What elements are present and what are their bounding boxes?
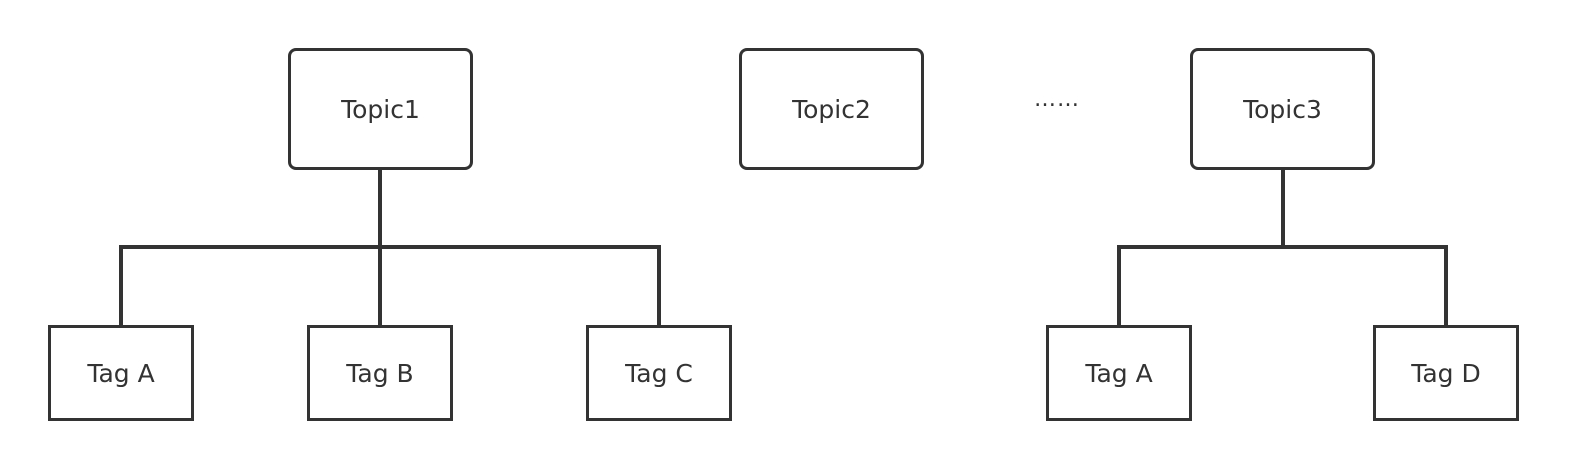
topic2-label: Topic2 [792, 94, 871, 124]
topic1-tag-b-node: Tag B [307, 325, 453, 421]
topic3-label: Topic3 [1243, 94, 1322, 124]
topic1-tag-c-node: Tag C [586, 325, 732, 421]
topic1-tag-c-label: Tag C [625, 358, 693, 388]
topic1-node: Topic1 [288, 48, 473, 170]
topic1-label: Topic1 [341, 94, 420, 124]
topic1-tag-b-label: Tag B [346, 358, 414, 388]
topic3-tag-d-label: Tag D [1411, 358, 1481, 388]
topic3-tag-a-label: Tag A [1085, 358, 1153, 388]
topic3-tag-a-node: Tag A [1046, 325, 1192, 421]
topic2-node: Topic2 [739, 48, 924, 170]
topic3-tag-d-node: Tag D [1373, 325, 1519, 421]
ellipsis-continuation: …… [1034, 86, 1080, 112]
topic1-tag-a-node: Tag A [48, 325, 194, 421]
topic3-node: Topic3 [1190, 48, 1375, 170]
topic1-tag-a-label: Tag A [87, 358, 155, 388]
